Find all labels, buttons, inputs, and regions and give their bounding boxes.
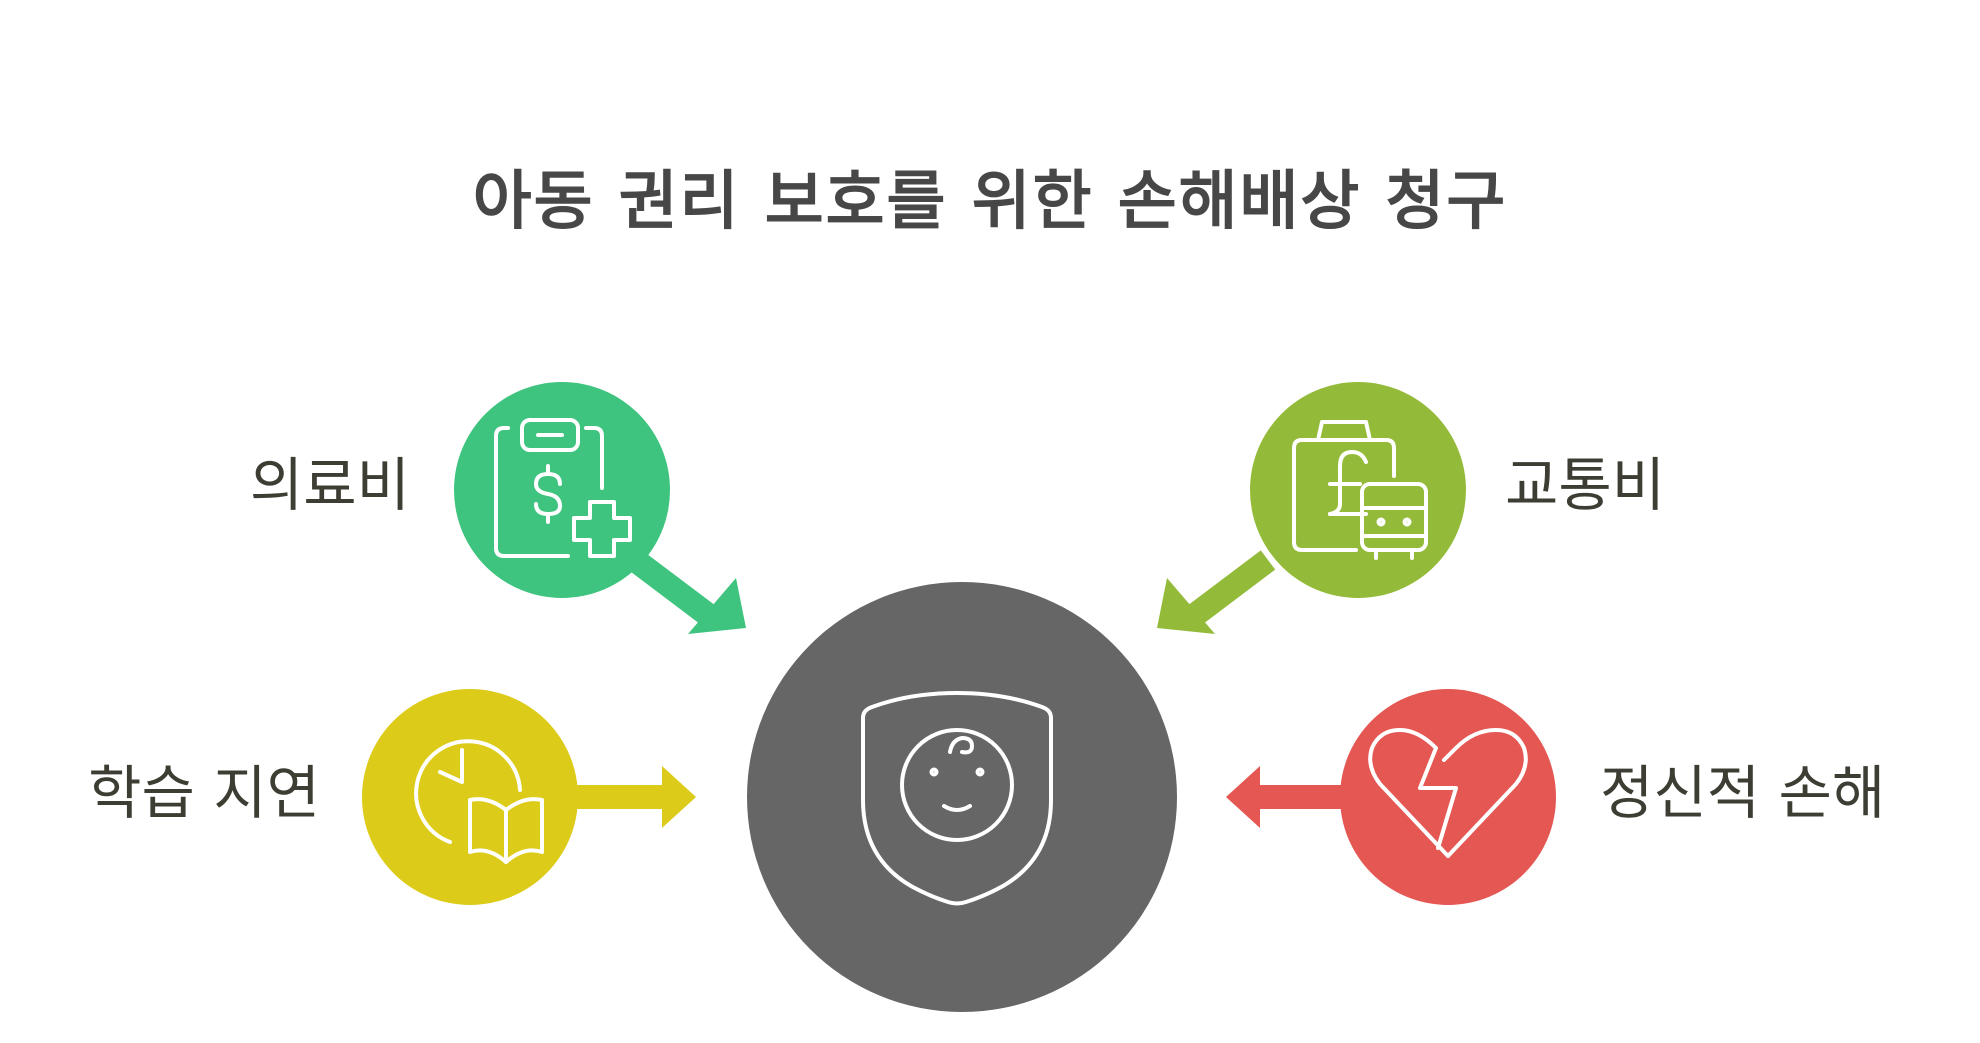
medical-bill-icon bbox=[494, 418, 632, 558]
circle-learning bbox=[362, 689, 578, 905]
travel-expense-icon bbox=[1292, 420, 1428, 560]
circle-emotional bbox=[1340, 689, 1556, 905]
broken-heart-icon bbox=[1368, 728, 1528, 858]
arrow-learning bbox=[566, 766, 696, 828]
label-medical: 의료비 bbox=[249, 451, 410, 519]
circle-medical bbox=[454, 382, 670, 598]
arrow-emotional bbox=[1226, 766, 1346, 828]
learning-delay-icon bbox=[414, 739, 544, 864]
label-emotional: 정신적 손해 bbox=[1600, 759, 1886, 827]
child-shield-icon bbox=[861, 691, 1053, 906]
label-learning: 학습 지연 bbox=[88, 759, 320, 827]
arrow-transport bbox=[1157, 550, 1276, 634]
center-circle bbox=[747, 582, 1177, 1012]
page-title: 아동 권리 보호를 위한 손해배상 청구 bbox=[472, 165, 1508, 239]
arrow-medical bbox=[627, 550, 746, 634]
circle-transport bbox=[1250, 382, 1466, 598]
label-transport: 교통비 bbox=[1505, 451, 1666, 519]
